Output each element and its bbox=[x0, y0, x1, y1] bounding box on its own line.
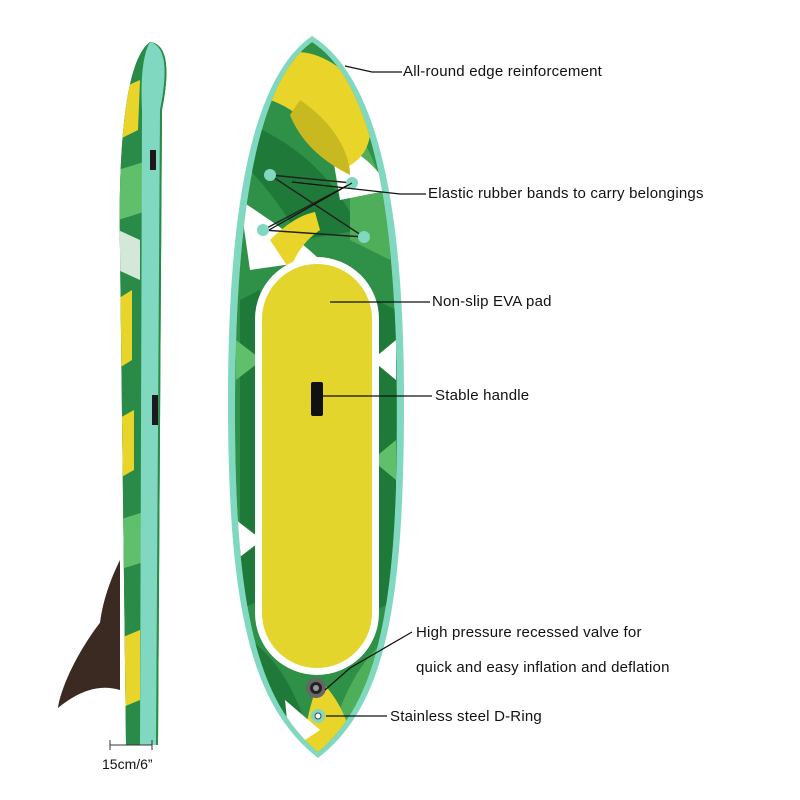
top-view-board bbox=[228, 36, 404, 758]
callout-eva-pad: Non-slip EVA pad bbox=[432, 293, 552, 310]
thickness-label: 15cm/6” bbox=[102, 756, 153, 772]
handle bbox=[311, 382, 323, 416]
eva-pad bbox=[255, 257, 379, 675]
fin-large bbox=[58, 600, 120, 708]
callout-valve-line2: quick and easy inflation and deflation bbox=[416, 659, 670, 676]
callout-edge-reinforcement: All-round edge reinforcement bbox=[403, 63, 603, 80]
callout-handle: Stable handle bbox=[435, 387, 530, 404]
d-ring bbox=[311, 709, 325, 723]
valve bbox=[306, 678, 326, 698]
callout-elastic-bands: Elastic rubber bands to carry belongings bbox=[428, 185, 704, 202]
callout-d-ring: Stainless steel D-Ring bbox=[390, 708, 542, 725]
callout-lines bbox=[268, 65, 432, 717]
thickness-dimension bbox=[109, 740, 153, 750]
callout-valve-line1: High pressure recessed valve for bbox=[416, 624, 642, 641]
side-view-board bbox=[58, 42, 167, 745]
